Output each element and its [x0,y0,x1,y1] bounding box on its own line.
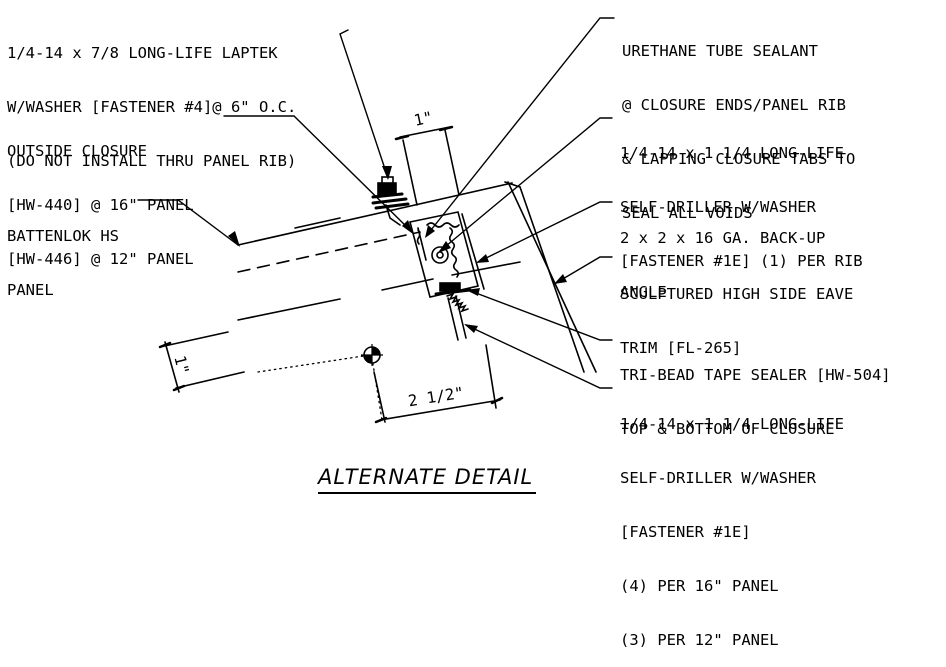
laptek-fastener-icon [371,176,410,226]
label-line: 1/4-14 x 1 1/4 LONG-LIFE [620,144,844,162]
label-line: TRI-BEAD TAPE SEALER [HW-504] [620,366,891,384]
self-driller-fastener-icon [434,282,472,341]
label-line: (4) PER 16" PANEL [620,577,779,595]
work-point-icon [361,344,383,366]
label-line: (3) PER 12" PANEL [620,631,779,649]
label-line: SCULPTURED HIGH SIDE EAVE [620,285,854,303]
label-tape-sealer: TRI-BEAD TAPE SEALER [HW-504] TOP & BOTT… [620,330,891,456]
label-line: [FASTENER #1E] (1) PER RIB [620,252,863,270]
panel-top-line [237,182,513,246]
label-line: SELF-DRILLER W/WASHER [620,198,816,216]
panel-hidden-line [237,231,421,273]
label-panel: BATTENLOK HS PANEL [7,191,119,317]
label-line: 1/4-14 x 1 1/4 LONG-LIFE [620,415,844,433]
dimension-bottom [373,344,504,424]
label-line: PANEL [7,281,54,299]
leader-arrowheads [228,166,567,333]
section-detail-drawing [137,17,615,424]
label-line: BATTENLOK HS [7,227,119,245]
label-line: [FASTENER #1E] [620,523,751,541]
label-line: SEAL ALL VOIDS [622,204,753,222]
label-line: OUTSIDE CLOSURE [7,142,147,160]
work-point-lines [257,354,383,421]
label-line: & LAPPING CLOSURE TABS TO [622,150,856,168]
label-line: 1/4-14 x 7/8 LONG-LIFE LAPTEK [7,44,278,62]
label-eave-trim: SCULPTURED HIGH SIDE EAVE TRIM [FL-265] [620,249,853,375]
title-underline [318,492,536,494]
label-laptek-fastener: 1/4-14 x 7/8 LONG-LIFE LAPTEK W/WASHER [… [7,8,296,188]
dimension-left [158,331,245,393]
label-self-driller-rib: 1/4-14 x 1 1/4 LONG-LIFE SELF-DRILLER W/… [620,108,863,288]
label-line: ANGLE [620,283,667,301]
detail-title: ALTERNATE DETAIL [318,465,534,489]
label-line: 2 x 2 x 16 GA. BACK-UP [620,229,826,247]
label-line: TOP & BOTTOM OF CLOSURE [620,420,835,438]
label-outside-closure: OUTSIDE CLOSURE [HW-440] @ 16" PANEL [HW… [7,106,194,286]
label-backup-angle: 2 x 2 x 16 GA. BACK-UP ANGLE [620,193,825,319]
dimension-top [394,125,460,206]
label-line: URETHANE TUBE SEALANT [622,42,818,60]
label-urethane-sealant: URETHANE TUBE SEALANT @ CLOSURE ENDS/PAN… [622,6,855,240]
label-line: TRIM [FL-265] [620,339,742,357]
label-line: W/WASHER [FASTENER #4]@ 6" O.C. [7,98,297,116]
label-self-driller-panel: 1/4-14 x 1 1/4 LONG-LIFE SELF-DRILLER W/… [620,379,844,667]
leader-lines [137,17,615,389]
label-line: @ CLOSURE ENDS/PANEL RIB [622,96,846,114]
panel-bottom-line [237,261,521,321]
label-line: SELF-DRILLER W/WASHER [620,469,816,487]
label-line: [HW-440] @ 16" PANEL [7,196,194,214]
label-line: (DO NOT INSTALL THRU PANEL RIB) [7,152,297,170]
dimension-top-label: 1" [412,108,435,130]
label-line: [HW-446] @ 12" PANEL [7,250,194,268]
